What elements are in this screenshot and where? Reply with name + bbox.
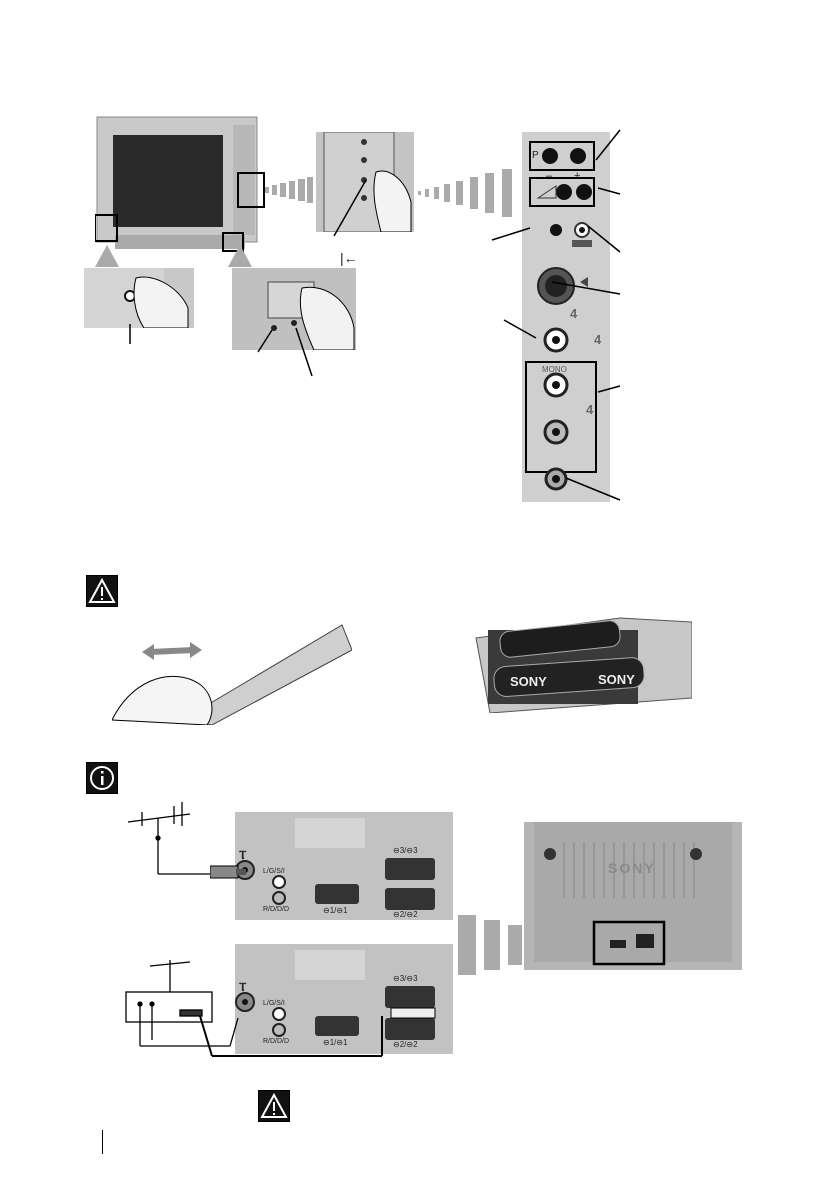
av4-video-label: 4 [594,332,602,347]
audio-label-bottom-2: R/D/D/D [263,1038,290,1045]
tv-front-figure [95,115,265,255]
coax-plug [210,862,246,882]
scart1-label-2: ⊖1/⊖1 [323,1038,348,1047]
front-connection-panel: P – + 4 4 MONO 4 [522,132,610,502]
info-icon [86,762,118,794]
audio-label-top-2: L/G/S/I [263,1000,285,1007]
audio-label-top: L/G/S/I [263,868,285,875]
lower-callouts [120,318,320,378]
program-minus-label: – [546,170,553,182]
battery-brand-right: SONY [598,672,635,687]
antenna-symbol-2: Ⲧ [239,980,247,994]
tv-side-highlight-box [237,172,265,208]
menu-symbol: |← [340,250,358,266]
warning-triangle-icon [86,575,118,607]
callout-lines [490,128,630,508]
svideo-label: 4 [570,306,578,321]
audio-label-bottom: R/D/D/D [263,906,290,913]
scart2-label: ⊖2/⊖2 [393,910,418,919]
tv-rear-brand: SONY [608,860,656,876]
page-margin-rule [102,1130,103,1154]
scart1-label: ⊖1/⊖1 [323,906,348,915]
rear-panel-bottom: ⊖3/⊖3 ⊖1/⊖1 ⊖2/⊖2 L/G/S/I R/D/D/D Ⲧ [235,944,453,1054]
zoom-arrow-left [95,245,119,267]
rear-panel-top: ⊖3/⊖3 ⊖1/⊖1 ⊖2/⊖2 L/G/S/I R/D/D/D Ⲧ [235,812,453,920]
battery-brand-left: SONY [510,674,547,689]
zoom-arrow-right [228,245,252,267]
power-switch-detail [84,268,194,328]
vcr-and-antenna [120,956,390,1066]
mono-label: MONO [542,365,567,374]
remote-open-hand [112,610,352,725]
scart3-label: ⊖3/⊖3 [393,846,418,855]
zoom-connector-2 [418,168,518,218]
lr-label: 4 [586,402,594,417]
standby-detail [232,268,356,350]
tv-side-detail [316,132,414,232]
battery-compartment: SONY SONY [470,608,692,713]
program-plus-label: + [574,170,581,182]
scart3-label-2: ⊖3/⊖3 [393,974,418,983]
leader-line [330,180,370,240]
footer-warning-icon [258,1090,290,1122]
antenna-symbol: Ⲧ [239,848,247,862]
scart2-label-2: ⊖2/⊖2 [393,1040,418,1049]
tv-rear-view: SONY [524,822,742,970]
program-letter: P [532,150,539,161]
zoom-connector [265,175,313,205]
